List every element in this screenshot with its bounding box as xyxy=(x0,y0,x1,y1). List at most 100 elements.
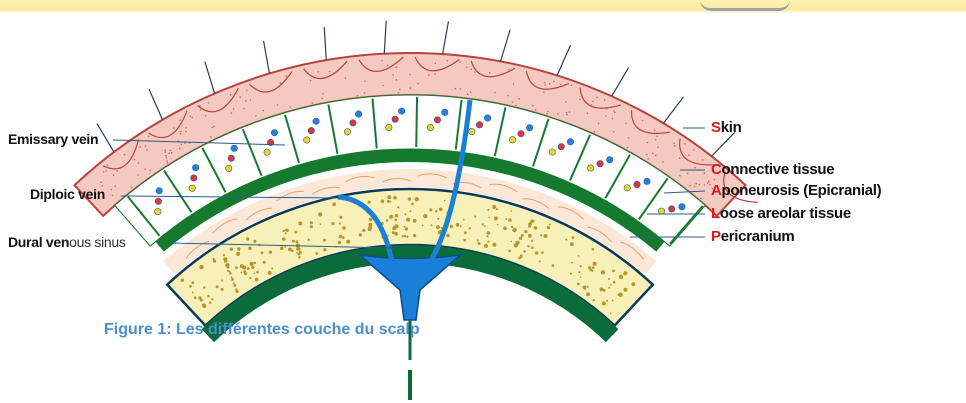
diploe-speck xyxy=(497,224,499,226)
skin-speck xyxy=(481,74,483,76)
diploe-speck xyxy=(528,234,532,238)
diploe-speck xyxy=(474,216,476,218)
diploe-speck xyxy=(381,200,385,204)
diploe-speck xyxy=(392,231,395,234)
diploe-speck xyxy=(299,251,302,254)
label-loose-areolar-tissue: Loose areolar tissue xyxy=(711,205,851,222)
skin-speck xyxy=(693,149,695,151)
diploe-speck xyxy=(408,197,411,200)
skin-speck xyxy=(100,182,102,184)
diploe-speck xyxy=(342,226,345,229)
skin-speck xyxy=(111,189,113,191)
skin-speck xyxy=(657,147,659,149)
hair-strand xyxy=(97,124,114,153)
diploe-speck xyxy=(250,262,254,266)
skin-speck xyxy=(105,170,107,172)
diploe-speck xyxy=(413,234,416,237)
hair-strand xyxy=(612,68,629,97)
diploe-speck xyxy=(199,265,203,269)
skin-speck xyxy=(544,84,546,86)
skin-speck xyxy=(322,93,324,95)
skin-speck xyxy=(587,103,589,105)
skin-speck xyxy=(396,79,398,81)
skin-speck xyxy=(245,100,247,102)
diploe-speck xyxy=(503,227,507,231)
skin-speck xyxy=(149,170,151,172)
label-connective-tissue: Connective tissue xyxy=(711,161,834,178)
diploe-speck xyxy=(202,303,206,307)
diploe-speck xyxy=(463,239,466,242)
diploe-speck xyxy=(600,287,604,291)
diploe-speck xyxy=(236,252,240,256)
diploe-speck xyxy=(268,271,272,275)
dural-venous-sinus xyxy=(360,255,460,320)
diploe-speck xyxy=(298,256,301,259)
diploe-speck xyxy=(492,205,496,209)
diploe-speck xyxy=(393,196,397,200)
skin-speck xyxy=(146,149,148,151)
hair-strand xyxy=(557,45,570,75)
diploe-speck xyxy=(539,260,541,262)
diploe-speck xyxy=(394,219,397,222)
fat-globule xyxy=(231,145,237,151)
skin-speck xyxy=(134,159,136,161)
diploe-speck xyxy=(540,234,542,236)
skin-speck xyxy=(417,83,419,85)
diploe-speck xyxy=(541,251,544,254)
diploe-speck xyxy=(549,224,551,226)
diploe-speck xyxy=(269,251,272,254)
skin-speck xyxy=(410,87,412,89)
skin-speck xyxy=(286,75,288,77)
skin-speck xyxy=(466,66,468,68)
skin-speck xyxy=(474,71,476,73)
diploe-speck xyxy=(318,212,322,216)
skin-speck xyxy=(103,171,105,173)
diploe-speck xyxy=(521,234,524,237)
label-aponeurosis: Aponeurosis (Epicranial) xyxy=(711,182,881,199)
diploe-speck xyxy=(592,266,595,269)
diploe-speck xyxy=(285,232,287,234)
fat-globule xyxy=(271,130,277,136)
skin-speck xyxy=(652,152,654,154)
skin-speck xyxy=(148,136,150,138)
diploe-speck xyxy=(487,231,491,235)
diploe-speck xyxy=(389,215,393,219)
skin-speck xyxy=(171,152,173,154)
diploe-speck xyxy=(577,283,580,286)
skin-speck xyxy=(628,137,630,139)
skin-speck xyxy=(700,198,702,200)
fat-globule xyxy=(155,208,161,214)
diploe-speck xyxy=(613,281,616,284)
skin-speck xyxy=(604,99,606,101)
skin-speck xyxy=(277,104,279,106)
skin-speck xyxy=(170,150,172,152)
diploe-speck xyxy=(225,263,229,267)
skin-speck xyxy=(571,85,573,87)
skin-speck xyxy=(471,69,473,71)
skin-speck xyxy=(165,155,167,157)
skin-speck xyxy=(704,172,706,174)
fat-globule xyxy=(228,155,234,161)
diploe-speck xyxy=(571,262,573,264)
diploe-speck xyxy=(586,286,588,288)
skin-speck xyxy=(179,119,181,121)
skin-speck xyxy=(587,112,589,114)
skin-speck xyxy=(250,99,252,101)
skin-speck xyxy=(508,69,510,71)
diploe-speck xyxy=(422,225,424,227)
skin-speck xyxy=(467,93,469,95)
diploe-speck xyxy=(221,288,224,291)
diploe-speck xyxy=(487,209,489,211)
diploe-speck xyxy=(231,278,234,281)
diploe-speck xyxy=(496,208,498,210)
skin-speck xyxy=(290,106,292,108)
diploe-speck xyxy=(323,239,326,242)
skin-speck xyxy=(513,83,515,85)
skin-speck xyxy=(679,175,681,177)
skin-speck xyxy=(707,182,709,184)
skin-speck xyxy=(544,82,546,84)
diploe-speck xyxy=(198,296,201,299)
diploe-speck xyxy=(519,237,522,240)
diploe-speck xyxy=(397,206,399,208)
skin-speck xyxy=(612,118,614,120)
